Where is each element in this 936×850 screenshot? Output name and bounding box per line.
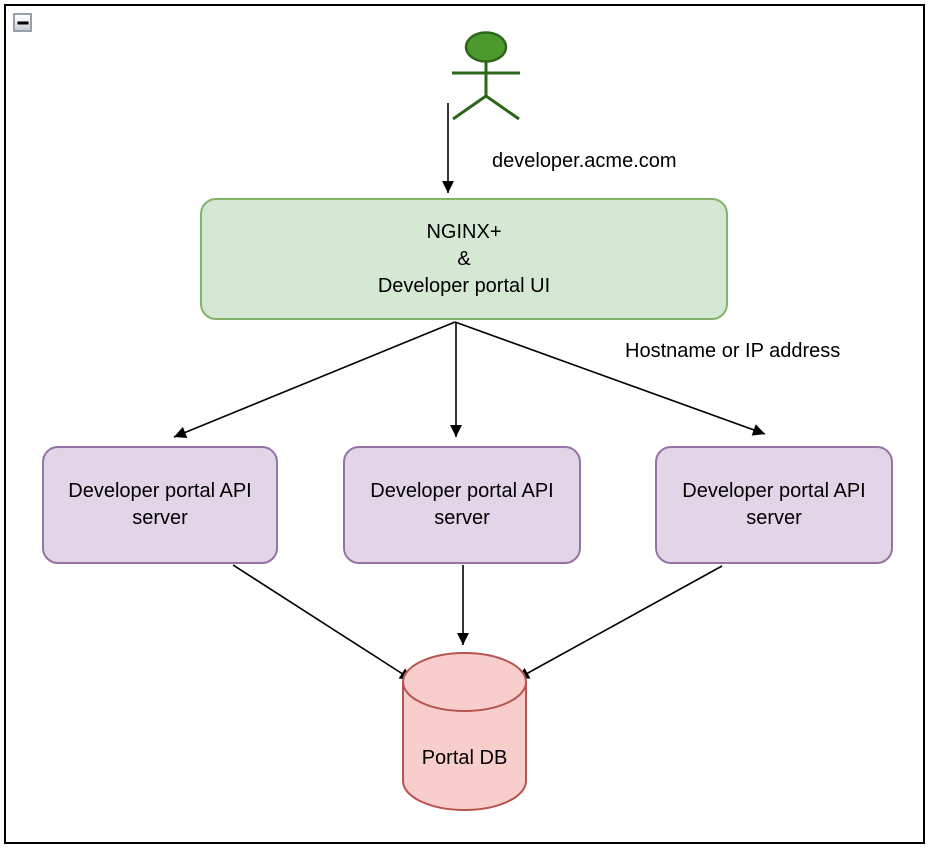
minus-icon [17, 21, 28, 24]
edge-api-3-to-db[interactable] [516, 565, 723, 680]
node-api-server-3-label[interactable]: Developer portal API server [682, 480, 866, 529]
edge-label-hostname-or-ip: Hostname or IP address [625, 340, 841, 362]
db-cylinder-top-rim [402, 681, 527, 712]
node-api-server-2[interactable] [343, 446, 581, 564]
actor-right-leg [485, 94, 520, 121]
node-api-server-1[interactable] [42, 446, 278, 564]
node-api-server-3[interactable] [655, 446, 893, 564]
actor-left-leg [452, 94, 487, 121]
db-cylinder-body [402, 652, 527, 811]
actor-head [464, 31, 508, 63]
node-api-server-1-label[interactable]: Developer portal API server [68, 480, 252, 529]
edge-gateway-to-api-3[interactable] [454, 321, 766, 436]
collapse-button[interactable] [13, 13, 32, 32]
edge-gateway-to-api-1[interactable] [173, 321, 456, 439]
node-gateway[interactable] [200, 198, 728, 320]
node-gateway-label[interactable]: NGINX+ & Developer portal UI [377, 220, 551, 297]
node-portal-db-label[interactable]: Portal DB [421, 746, 508, 769]
node-portal-db[interactable] [402, 652, 527, 811]
actor-figure[interactable] [452, 31, 520, 121]
edge-api-1-to-db[interactable] [232, 564, 413, 681]
edge-label-developer-acme-com: developer.acme.com [492, 150, 677, 172]
node-api-server-2-label[interactable]: Developer portal API server [370, 480, 554, 529]
